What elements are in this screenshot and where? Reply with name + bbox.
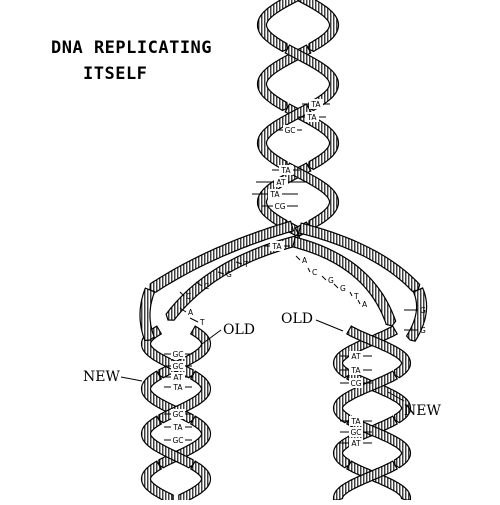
left-fork-join-strand [139, 287, 156, 342]
top-helix-base-pair-label-bg-3 [283, 125, 297, 135]
top-helix-base-pair-label-8: TA [271, 242, 282, 251]
top-helix-base-pair-label-bg-7 [273, 201, 287, 211]
top-helix-base-pair-label-bg-4 [279, 165, 293, 175]
right-daughter-base-pair-label-3: CG [350, 379, 361, 388]
left-daughter-base-pair-label-bg-3 [171, 372, 185, 382]
left-fork-base-tick-5 [179, 307, 187, 313]
left-daughter-base-pair-label-3: AT [173, 373, 183, 382]
parent-helix-strand-1-seg-3 [284, 103, 340, 171]
left-daughter-base-pair-label-bg-1 [171, 349, 185, 359]
left-fork-base-label-5: A [188, 308, 194, 317]
right-fork-base-label-1: A [302, 256, 308, 265]
left-fork-base-label-6: T [199, 318, 205, 327]
base-labels: TATAGCTAATTACGTAGCGCATTAGCTAGCATTACGTAGC… [171, 99, 426, 448]
parent-helix-strand-2-seg-2 [284, 44, 340, 112]
left-fork-base-label-2: G [226, 270, 232, 279]
right-fork-base-label-2: C [312, 268, 317, 277]
left-daughter-base-pair-label-bg-6 [171, 422, 185, 432]
right-fork-base-label-6: A [362, 300, 368, 309]
left-fork-base-tick-4 [179, 291, 185, 297]
right-fork-upper-strand [298, 222, 421, 292]
new-left-pointer [120, 376, 143, 382]
top-helix-base-pair-label-bg-1 [309, 99, 323, 109]
left-daughter-helix-strand-1-seg-4 [140, 460, 174, 504]
right-daughter-base-pair-label-bg-5 [349, 427, 363, 437]
right-daughter-base-pair-label-4: TA [350, 417, 361, 426]
left-daughter-base-pair-label-2: GC [172, 362, 183, 371]
left-daughter-helix-strand-2-seg-3 [140, 415, 194, 469]
left-fork-lower-strand [165, 234, 302, 321]
top-helix-base-pair-label-4: TA [280, 166, 291, 175]
top-helix-base-pair-label-bg-2 [305, 112, 319, 122]
right-fork-base-label-5: T [353, 292, 359, 301]
left-fork-base-tick-3 [195, 281, 203, 287]
right-fork-base-label-8: G [420, 326, 426, 335]
right-daughter-base-pair-label-5: GC [350, 428, 361, 437]
right-fork-base-label-3: G [328, 276, 334, 285]
right-fork-base-tick-6 [357, 299, 361, 305]
top-helix-base-pair-label-6: TA [269, 190, 280, 199]
top-helix-base-pair-label-2: TA [306, 113, 317, 122]
old-left-pointer [201, 329, 222, 345]
left-daughter-base-pair-label-7: GC [172, 436, 183, 445]
right-fork-join-strand [405, 287, 428, 342]
top-helix-base-pair-label-3: GC [284, 126, 295, 135]
right-daughter-base-pair-label-1: AT [351, 352, 361, 361]
old-right-label: OLD [281, 311, 313, 327]
left-fork-base-tick-1 [235, 261, 243, 265]
parent-helix-strand-1-seg-1 [295, 0, 340, 53]
right-daughter-base-pair-label-6: AT [351, 439, 361, 448]
left-fork-base-tick-2 [217, 271, 225, 275]
right-daughter-base-pair-label-bg-6 [349, 438, 363, 448]
left-fork-base-label-3: C [204, 282, 209, 291]
top-helix-base-pair-label-1: TA [310, 100, 321, 109]
right-daughter-base-pair-label-bg-2 [349, 365, 363, 375]
left-fork-upper-strand [149, 220, 295, 293]
top-helix-base-pair-label-bg-8 [270, 241, 284, 251]
right-daughter-base-pair-label-2: TA [350, 366, 361, 375]
parent-helix-strand-2-seg-4 [284, 162, 340, 230]
left-daughter-base-pair-label-bg-4 [171, 382, 185, 392]
top-helix-base-pair-label-bg-6 [268, 189, 282, 199]
new-right-pointer [387, 391, 405, 402]
right-daughter-base-pair-label-bg-3 [349, 378, 363, 388]
left-daughter-base-pair-label-4: TA [172, 383, 183, 392]
right-fork-base-tick-1 [295, 255, 301, 261]
left-fork-base-label-4: C [186, 292, 191, 301]
right-fork-base-tick-2 [307, 267, 311, 273]
left-daughter-base-pair-label-6: TA [172, 423, 183, 432]
new-right-label: NEW [404, 403, 441, 419]
diagram-title-line-1: DNA REPLICATING [51, 38, 213, 58]
right-daughter-base-pair-label-bg-1 [349, 351, 363, 361]
parent-helix-strand-2-seg-3 [256, 103, 312, 171]
parent-helix-strand-1-seg-2 [256, 44, 312, 112]
right-fork-base-label-4: G [340, 284, 346, 293]
left-daughter-base-pair-label-1: GC [172, 350, 183, 359]
top-helix-base-pair-label-5: AT [276, 178, 286, 187]
right-daughter-helix-strand-2-seg-4 [332, 460, 399, 501]
new-left-label: NEW [83, 369, 120, 385]
left-fork-base-tick-6 [189, 317, 199, 323]
right-fork-base-label-7: G [420, 306, 426, 315]
right-daughter-base-pair-label-bg-4 [349, 416, 363, 426]
right-daughter-helix-strand-2-seg-1 [345, 325, 412, 379]
left-fork-base-label-1: T [243, 260, 249, 269]
left-daughter-helix-strand-2-seg-4 [178, 460, 212, 504]
right-fork-base-tick-4 [333, 283, 339, 289]
parent-helix-strand-2-seg-1 [256, 0, 301, 53]
right-fork-base-tick-5 [349, 291, 353, 297]
old-left-label: OLD [223, 322, 255, 338]
left-daughter-base-pair-label-bg-7 [171, 435, 185, 445]
diagram-title-line-2: ITSELF [83, 64, 148, 84]
top-helix-base-pair-label-bg-5 [274, 177, 288, 187]
left-daughter-base-pair-label-5: GC [172, 410, 183, 419]
old-right-pointer [315, 319, 344, 332]
top-helix-base-pair-label-7: CG [274, 202, 285, 211]
left-daughter-base-pair-label-bg-5 [171, 409, 185, 419]
right-fork-base-tick-3 [321, 275, 327, 281]
right-fork-lower-strand [292, 236, 397, 327]
left-daughter-base-pair-label-bg-2 [171, 361, 185, 371]
